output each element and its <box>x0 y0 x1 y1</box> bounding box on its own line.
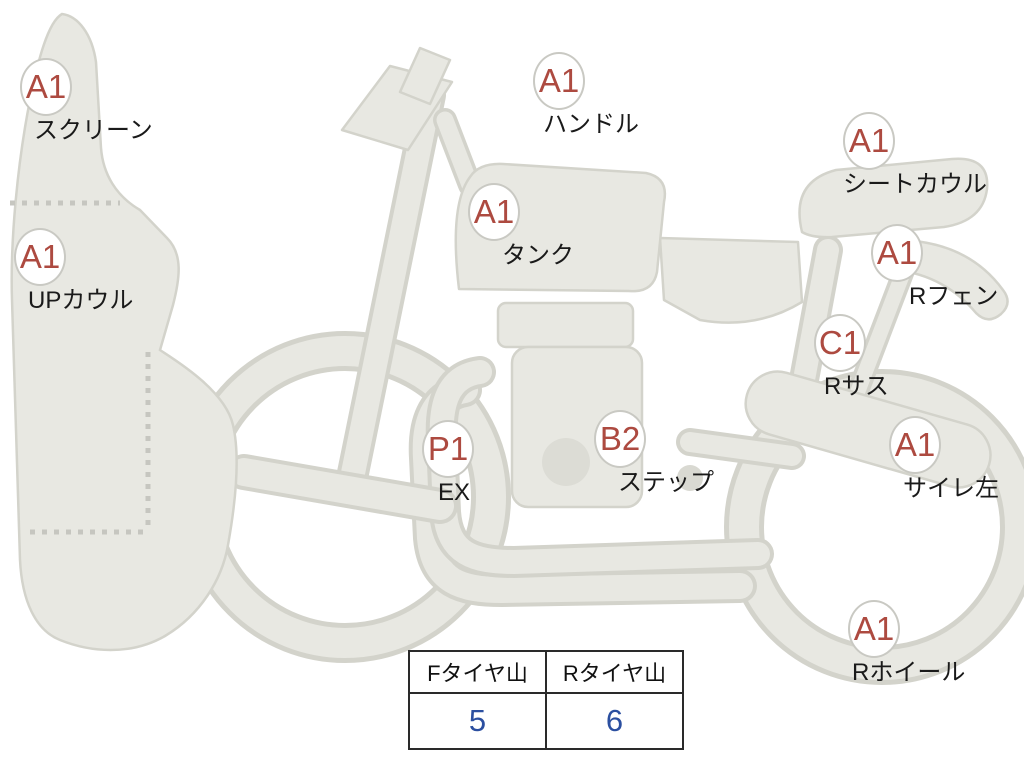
fairing-seam-lines <box>10 200 151 535</box>
grade-text: A1 <box>19 238 61 275</box>
grade-text: A1 <box>848 122 890 159</box>
grade-badge-up-cowl: A1 <box>14 228 66 286</box>
step-peg <box>677 465 703 491</box>
grade-badge-tank: A1 <box>468 183 520 241</box>
part-label-screen: A1 スクリーン <box>20 58 153 144</box>
part-name-up-cowl: UPカウル <box>28 287 134 314</box>
part-label-up-cowl: A1 UPカウル <box>14 228 133 314</box>
grade-badge-r-fender: A1 <box>871 224 923 282</box>
seat-section <box>658 236 804 324</box>
part-label-ex: P1 EX <box>422 420 474 506</box>
grade-text: P1 <box>427 430 469 467</box>
grade-text: A1 <box>538 62 580 99</box>
part-label-step: B2 ステップ <box>594 410 714 496</box>
grade-text: C1 <box>818 324 862 361</box>
grade-badge-step: B2 <box>594 410 646 468</box>
grade-badge-screen: A1 <box>20 58 72 116</box>
part-name-seat-cowl: シートカウル <box>843 171 987 198</box>
part-label-r-sus: C1 Rサス <box>814 314 889 400</box>
tire-tread-table: Fタイヤ山 Rタイヤ山 5 6 <box>408 650 684 750</box>
rear-wheel <box>724 369 1024 685</box>
rear-tire-header: Rタイヤ山 <box>545 650 684 694</box>
part-label-tank: A1 タンク <box>468 183 574 269</box>
part-name-ex: EX <box>438 479 471 506</box>
grade-text: A1 <box>894 426 936 463</box>
grade-badge-r-wheel: A1 <box>848 600 900 658</box>
part-label-seat-cowl: A1 シートカウル <box>843 112 987 198</box>
lower-cowl <box>226 454 458 524</box>
engine-case-circle <box>542 438 590 486</box>
front-tire-value: 5 <box>408 692 547 750</box>
grade-text: A1 <box>473 193 515 230</box>
front-fork <box>336 79 482 494</box>
grade-badge-ex: P1 <box>422 420 474 478</box>
part-name-handle: ハンドル <box>543 111 639 138</box>
part-label-r-wheel: A1 Rホイール <box>848 600 965 686</box>
front-fairing <box>10 12 238 652</box>
grade-text: A1 <box>853 610 895 647</box>
grade-badge-seat-cowl: A1 <box>843 112 895 170</box>
grade-text: B2 <box>599 420 641 457</box>
part-label-r-fender: A1 Rフェン <box>871 224 998 310</box>
part-name-step: ステップ <box>618 469 714 496</box>
handlebar <box>340 46 454 152</box>
part-name-tank: タンク <box>502 242 574 269</box>
part-name-silencer-left: サイレ左 <box>903 475 999 502</box>
part-name-r-sus: Rサス <box>824 373 889 400</box>
part-name-r-wheel: Rホイール <box>852 659 966 686</box>
grade-text: A1 <box>876 234 918 271</box>
seat-cowl-shape <box>798 157 989 239</box>
part-name-r-fender: Rフェン <box>909 283 999 310</box>
part-label-handle: A1 ハンドル <box>533 52 639 138</box>
part-label-silencer-left: A1 サイレ左 <box>889 416 999 502</box>
grade-badge-silencer-left: A1 <box>889 416 941 474</box>
grade-badge-handle: A1 <box>533 52 585 110</box>
grade-text: A1 <box>25 68 67 105</box>
tire-table-value-row: 5 6 <box>408 692 684 750</box>
front-tire-header: Fタイヤ山 <box>408 650 547 694</box>
tire-table-header-row: Fタイヤ山 Rタイヤ山 <box>408 650 684 694</box>
part-name-screen: スクリーン <box>34 117 153 144</box>
rear-tire-value: 6 <box>545 692 684 750</box>
grade-badge-r-sus: C1 <box>814 314 866 372</box>
